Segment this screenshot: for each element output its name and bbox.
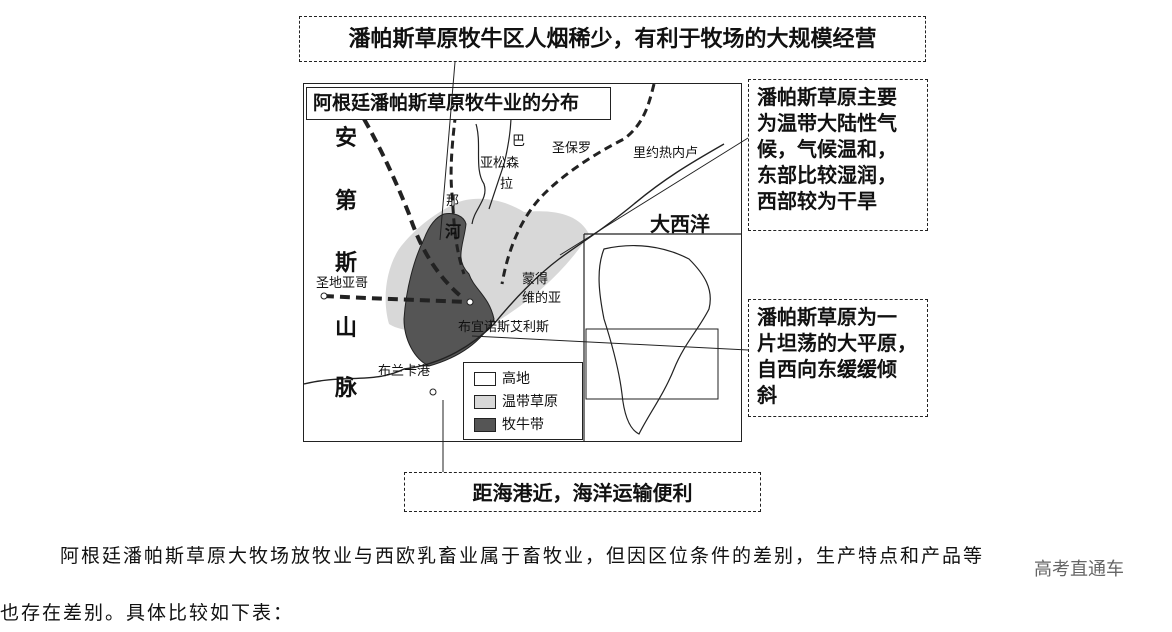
andes-char-3: 斯	[335, 251, 358, 276]
callout-climate-line-1: 潘帕斯草原主要	[757, 85, 897, 109]
callout-climate: 潘帕斯草原主要 为温带大陆性气 候，气候温和， 东部比较湿润， 西部较为干旱	[748, 79, 928, 231]
legend-highland: 高地	[474, 370, 530, 388]
callout-sparse-population: 潘帕斯草原牧牛区人烟稀少，有利于牧场的大规模经营	[299, 16, 926, 62]
callout-terrain-line-2: 片坦荡的大平原，	[757, 331, 917, 355]
callout-climate-line-4: 东部比较湿润，	[757, 163, 897, 187]
callout-terrain: 潘帕斯草原为一 片坦荡的大平原， 自西向东缓缓倾 斜	[748, 299, 928, 417]
watermark: 高考直通车	[1034, 559, 1124, 580]
andes-char-1: 安	[335, 126, 358, 151]
map-legend: 高地 温带草原 牧牛带	[463, 362, 583, 440]
andes-char-4: 山	[335, 316, 358, 341]
label-parana-1: 巴	[512, 134, 526, 149]
callout-terrain-line-1: 潘帕斯草原为一	[757, 305, 897, 329]
legend-grassland: 温带草原	[474, 393, 558, 411]
legend-cattle-belt: 牧牛带	[474, 416, 544, 434]
legend-label-cattle: 牧牛带	[502, 417, 544, 433]
label-santiago: 圣地亚哥	[316, 276, 369, 291]
callout-near-seaport: 距海港近，海洋运输便利	[404, 472, 761, 512]
andes-char-5: 脉	[335, 376, 358, 401]
callout-terrain-line-4: 斜	[757, 383, 777, 407]
legend-label-grassland: 温带草原	[502, 394, 558, 410]
label-bahia-blanca: 布兰卡港	[378, 364, 431, 379]
label-buenos-aires: 布宜诺斯艾利斯	[458, 320, 550, 335]
paragraph-line-2: 也存在差别。具体比较如下表：	[0, 602, 295, 624]
callout-climate-line-2: 为温带大陆性气	[757, 111, 897, 135]
map-frame	[303, 83, 742, 442]
label-parana-2: 拉	[500, 177, 514, 192]
label-sao-paulo: 圣保罗	[552, 141, 592, 156]
label-asuncion: 亚松森	[480, 156, 520, 171]
label-montevideo-1: 蒙得	[522, 272, 549, 287]
paragraph-line-1: 阿根廷潘帕斯草原大牧场放牧业与西欧乳畜业属于畜牧业，但因区位条件的差别，生产特点…	[60, 545, 985, 567]
callout-climate-line-5: 西部较为干旱	[757, 189, 877, 213]
legend-swatch-highland	[474, 372, 496, 386]
legend-swatch-grassland	[474, 395, 496, 409]
label-parana-3: 那	[446, 194, 460, 209]
label-atlantic: 大西洋	[650, 212, 710, 236]
map-drawing	[304, 84, 741, 441]
callout-terrain-line-3: 自西向东缓缓倾	[757, 357, 897, 381]
label-montevideo-2: 维的亚	[522, 291, 562, 306]
legend-label-highland: 高地	[502, 371, 530, 387]
label-parana-4: 河	[445, 222, 462, 241]
label-rio: 里约热内卢	[633, 146, 699, 161]
andes-char-2: 第	[335, 189, 358, 214]
legend-swatch-cattle	[474, 418, 496, 432]
map-title: 阿根廷潘帕斯草原牧牛业的分布	[306, 87, 611, 120]
callout-climate-line-3: 候，气候温和，	[757, 137, 897, 161]
